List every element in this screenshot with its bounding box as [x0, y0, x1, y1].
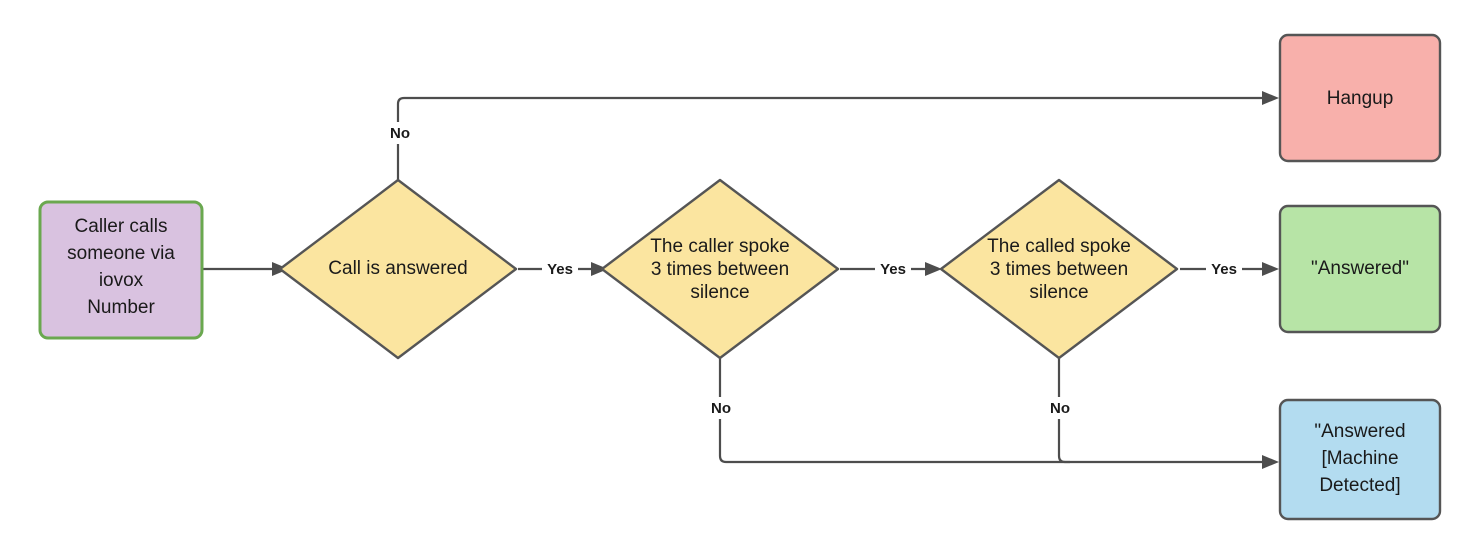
node-start[interactable]: Caller calls someone via iovox Number	[38, 200, 204, 340]
node-called-spoke-line-0: The called spoke	[987, 236, 1131, 257]
node-called-spoke[interactable]: The called spoke 3 times between silence	[939, 178, 1179, 360]
edge-caller-spoke-no	[718, 357, 1279, 469]
node-answered-machine[interactable]: "Answered [Machine Detected]	[1278, 398, 1442, 521]
edge-label-call-answered-yes: Yes	[542, 258, 578, 280]
node-called-spoke-line-1: 3 times between	[990, 259, 1128, 280]
edge-call-answered-no	[396, 91, 1279, 182]
node-answered[interactable]: "Answered"	[1278, 204, 1442, 334]
edge-label-called-spoke-no: No	[1043, 397, 1077, 419]
edge-label-text: No	[1050, 400, 1070, 417]
edge-label-called-spoke-yes: Yes	[1206, 258, 1242, 280]
edge-label-text: No	[711, 400, 731, 417]
edge-label-text: Yes	[547, 261, 573, 278]
node-hangup-line-0: Hangup	[1327, 88, 1394, 109]
edge-start-to-call-answered	[202, 262, 289, 276]
edge-label-caller-spoke-no: No	[704, 397, 738, 419]
node-start-line-3: Number	[87, 297, 155, 318]
edge-label-caller-spoke-yes: Yes	[875, 258, 911, 280]
edge-label-call-answered-no: No	[383, 122, 417, 144]
node-answered-line-0: "Answered"	[1311, 258, 1409, 279]
edge-label-text: No	[390, 125, 410, 142]
node-caller-spoke-line-1: 3 times between	[651, 259, 789, 280]
node-start-line-0: Caller calls	[75, 216, 168, 237]
node-call-answered[interactable]: Call is answered	[278, 178, 518, 360]
node-start-line-2: iovox	[99, 270, 144, 291]
edge-label-text: Yes	[1211, 261, 1237, 278]
node-call-answered-line-0: Call is answered	[328, 258, 467, 279]
node-answered-machine-line-2: Detected]	[1319, 475, 1400, 496]
node-hangup[interactable]: Hangup	[1278, 33, 1442, 163]
node-answered-machine-line-1: [Machine	[1321, 448, 1398, 469]
node-caller-spoke-line-2: silence	[690, 282, 749, 303]
node-called-spoke-line-2: silence	[1029, 282, 1088, 303]
edge-label-text: Yes	[880, 261, 906, 278]
node-caller-spoke-line-0: The caller spoke	[650, 236, 789, 257]
edge-called-spoke-no	[1057, 357, 1070, 464]
node-caller-spoke[interactable]: The caller spoke 3 times between silence	[600, 178, 840, 360]
node-start-line-1: someone via	[67, 243, 175, 264]
node-answered-machine-line-0: "Answered	[1314, 421, 1405, 442]
